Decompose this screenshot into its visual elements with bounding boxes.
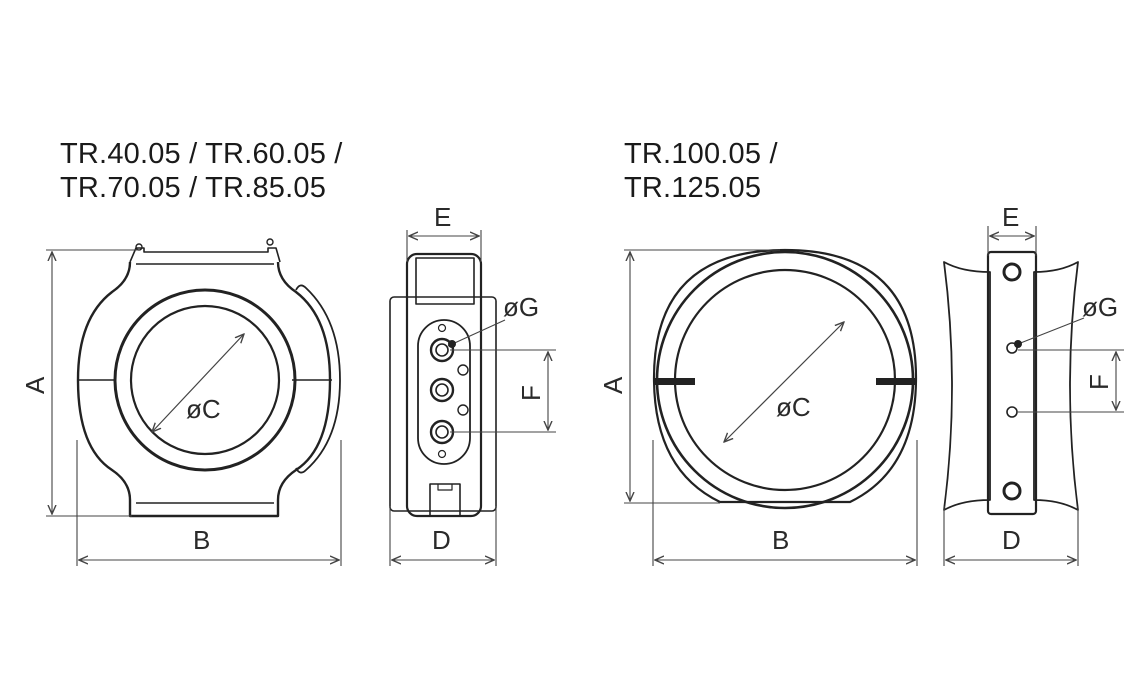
large-split-right (876, 378, 916, 385)
title-large-models: TR.100.05 / TR.125.05 (624, 137, 778, 205)
title-small-line2: TR.70.05 / TR.85.05 (60, 172, 327, 204)
label-b-small: B (193, 525, 210, 555)
dim-e-large (987, 226, 1037, 256)
title-large-line2: TR.125.05 (624, 172, 762, 204)
label-e-large: E (1002, 202, 1019, 232)
title-large-line1: TR.100.05 / (624, 138, 778, 170)
label-a-large: A (598, 376, 628, 394)
dim-c-large-line (724, 322, 844, 442)
large-split-left (655, 378, 695, 385)
large-side-view (943, 250, 1079, 516)
dim-g-large-leader (1017, 317, 1085, 345)
dim-f-small (450, 349, 556, 433)
title-small-line1: TR.40.05 / TR.60.05 / (60, 138, 343, 170)
label-b-large: B (772, 525, 789, 555)
dim-d-large (943, 506, 1079, 566)
small-side-view (389, 252, 497, 518)
dim-c-small-line (152, 334, 244, 432)
label-g-large: øG (1082, 292, 1118, 322)
dim-d-small (389, 506, 497, 566)
dim-g-small-dot (448, 340, 456, 348)
dim-a-small (46, 249, 140, 517)
dim-g-small-leader (447, 319, 506, 347)
dim-g-large-dot (1014, 340, 1022, 348)
dim-e-small (406, 230, 482, 262)
dim-b-small (76, 440, 342, 566)
label-f-large: F (1084, 374, 1114, 390)
label-d-small: D (432, 525, 451, 555)
title-small-models: TR.40.05 / TR.60.05 / TR.70.05 / TR.85.0… (60, 137, 343, 205)
dim-b-large (652, 440, 918, 566)
label-c-large: øC (776, 392, 811, 422)
label-g-small: øG (503, 292, 539, 322)
small-front-view (76, 238, 341, 518)
dim-a-large (624, 249, 780, 504)
label-f-small: F (516, 385, 546, 401)
label-c-small: øC (186, 394, 221, 424)
label-a-small: A (20, 376, 50, 394)
dim-f-large (1018, 349, 1124, 413)
label-e-small: E (434, 202, 451, 232)
label-d-large: D (1002, 525, 1021, 555)
